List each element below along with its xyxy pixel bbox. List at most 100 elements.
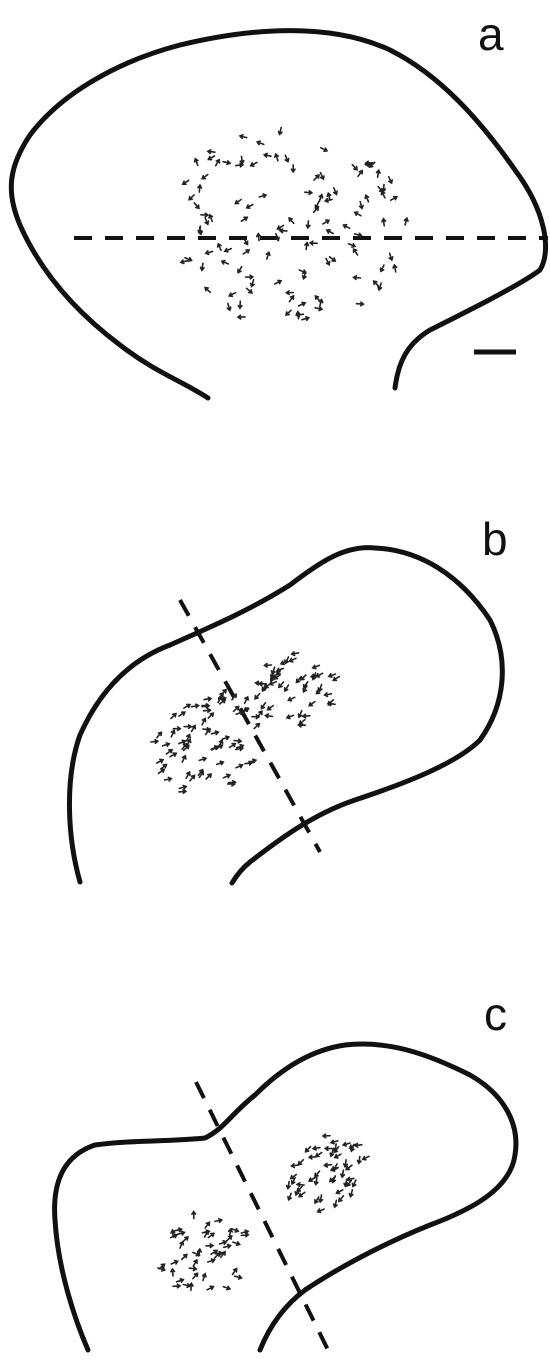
displacement-arrow [289, 218, 294, 223]
displacement-arrow [270, 682, 277, 685]
displacement-arrow [179, 790, 186, 794]
displacement-arrow [393, 265, 397, 272]
displacement-arrow [381, 192, 385, 198]
displacement-arrow [251, 162, 257, 166]
displacement-arrow [339, 1196, 344, 1201]
displacement-arrow [266, 252, 270, 259]
displacement-arrow [330, 1150, 333, 1157]
displacement-arrow [360, 202, 364, 209]
displacement-arrow [259, 194, 266, 198]
displacement-arrow [184, 704, 190, 708]
displacement-arrow [382, 219, 386, 226]
displacement-arrow [235, 1276, 242, 1280]
cell-outline-b [69, 548, 502, 883]
displacement-arrow [190, 776, 195, 781]
displacement-arrow [218, 244, 221, 250]
displacement-arrow [323, 220, 329, 224]
displacement-arrow [288, 1193, 291, 1200]
displacement-arrow [297, 1183, 304, 1187]
displacement-arrow [382, 185, 386, 192]
displacement-arrow [290, 658, 296, 662]
displacement-arrow [227, 303, 231, 310]
displacement-arrow [305, 191, 312, 195]
displacement-arrow [206, 774, 211, 779]
displacement-arrow [325, 1163, 332, 1167]
displacement-arrow [220, 1241, 227, 1245]
displacement-arrow [344, 225, 350, 229]
displacement-arrow [292, 652, 299, 656]
displacement-arrow [297, 1187, 302, 1192]
displacement-arrow [325, 693, 332, 697]
displacement-arrow [356, 302, 363, 306]
displacement-arrow [194, 203, 199, 208]
displacement-arrow [325, 1147, 332, 1151]
displacement-arrow [229, 293, 235, 297]
displacement-arrow [287, 715, 294, 718]
displacement-arrow [238, 315, 245, 319]
displacement-arrow [323, 1134, 330, 1138]
displacement-arrow [319, 300, 323, 307]
displacement-arrow [389, 253, 393, 260]
displacement-arrow [207, 1286, 213, 1290]
cell-outline-a [11, 31, 545, 398]
displacement-arrow [192, 1212, 196, 1219]
displacement-arrow [209, 215, 212, 222]
panel-b: b [69, 513, 507, 883]
displacement-arrow [246, 275, 253, 279]
displacement-arrow [358, 1157, 362, 1164]
displacement-arrow [182, 756, 186, 762]
displacement-arrow [276, 234, 279, 241]
displacement-arrow [177, 1279, 184, 1282]
panel-c: c [55, 988, 516, 1350]
displacement-arrow [315, 202, 318, 208]
displacement-arrow [161, 765, 167, 769]
displacement-arrow [258, 711, 262, 717]
displacement-arrow [313, 665, 320, 668]
displacement-arrow [241, 1230, 248, 1234]
panel-label-c: c [484, 988, 507, 1040]
displacement-arrow [277, 668, 284, 671]
displacement-arrow [202, 175, 208, 179]
displacement-arrow [352, 1180, 356, 1186]
displacement-arrow [314, 175, 319, 180]
displacement-arrow [354, 249, 358, 255]
displacement-arrow [179, 740, 185, 743]
displacement-arrow [173, 1284, 180, 1288]
displacement-arrow [309, 1178, 315, 1182]
displacement-arrow [275, 154, 278, 161]
displacement-arrow [299, 720, 305, 724]
displacement-arrow [208, 713, 213, 718]
displacement-arrow [230, 744, 236, 748]
displacement-arrow [245, 697, 249, 703]
displacement-arrow [306, 1147, 311, 1152]
displacement-arrow [241, 217, 247, 221]
displacement-arrow [251, 280, 255, 287]
displacement-arrow [206, 251, 213, 255]
displacement-arrow [279, 128, 283, 135]
displacement-arrow [309, 1155, 316, 1159]
displacement-arrow [347, 1177, 354, 1181]
displacement-arrow [165, 777, 172, 781]
displacement-arrow [227, 1236, 232, 1241]
displacement-arrow [193, 1252, 200, 1255]
vector-field-c [158, 1134, 369, 1290]
displacement-arrow [287, 1182, 291, 1189]
displacement-arrow [204, 697, 211, 701]
displacement-arrow [192, 704, 199, 708]
displacement-arrow [274, 675, 280, 679]
displacement-arrow [255, 694, 260, 699]
displacement-arrow [233, 1269, 237, 1275]
displacement-arrow [344, 1160, 348, 1167]
displacement-arrow [264, 154, 271, 158]
displacement-arrow [205, 1231, 209, 1237]
displacement-arrow [186, 772, 190, 778]
displacement-arrow [352, 165, 357, 170]
displacement-arrow [316, 1153, 322, 1157]
displacement-arrow [272, 667, 275, 674]
displacement-arrow [354, 276, 361, 280]
displacement-arrow [216, 160, 220, 166]
displacement-arrow [268, 706, 274, 710]
displacement-arrow [310, 241, 317, 245]
displacement-arrow [288, 697, 294, 701]
